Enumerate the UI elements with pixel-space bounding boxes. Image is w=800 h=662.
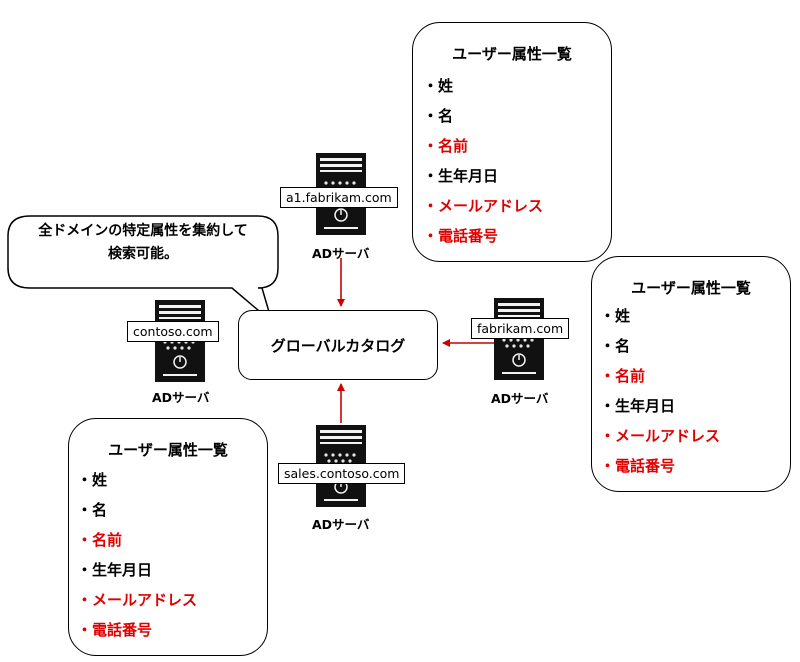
attribute-item: ・名 (423, 107, 454, 125)
attribute-list-box: ユーザー属性一覧 ・姓 ・名 ・名前 ・生年月日 ・メールアドレス ・電話番号 (68, 418, 268, 656)
box-title: ユーザー属性一覧 (108, 441, 228, 459)
box-title: ユーザー属性一覧 (631, 279, 751, 297)
attribute-item-highlighted: ・電話番号 (423, 227, 499, 245)
callout-line: 全ドメインの特定属性を集約して (38, 223, 248, 239)
attribute-list-box: ユーザー属性一覧 ・姓 ・名 ・名前 ・生年月日 ・メールアドレス ・電話番号 (591, 256, 791, 492)
callout-line: 検索可能。 (108, 246, 178, 262)
attribute-item: ・名 (77, 501, 108, 519)
attribute-list-box: ユーザー属性一覧 ・姓 ・名 ・名前 ・生年月日 ・メールアドレス ・電話番号 (412, 22, 612, 262)
attribute-list: ・姓 ・名 ・名前 ・生年月日 ・メールアドレス ・電話番号 (423, 75, 543, 255)
attribute-item-highlighted: ・名前 (600, 367, 646, 385)
attribute-item-highlighted: ・メールアドレス (600, 427, 721, 445)
attribute-item: ・生年月日 (77, 561, 153, 579)
server-role-label: ADサーバ (312, 517, 370, 532)
attribute-item: ・名 (600, 337, 631, 355)
global-catalog-node: グローバルカタログ (238, 310, 438, 380)
attribute-item-highlighted: ・メールアドレス (77, 591, 198, 609)
domain-label: sales.contoso.com (278, 463, 406, 484)
box-title: ユーザー属性一覧 (452, 45, 572, 63)
domain-label: fabrikam.com (471, 318, 570, 339)
callout-bubble (7, 215, 279, 325)
attribute-item-highlighted: ・電話番号 (600, 457, 676, 475)
attribute-item: ・生年月日 (600, 397, 676, 415)
attribute-item: ・生年月日 (423, 167, 499, 185)
attribute-item: ・姓 (423, 77, 454, 95)
domain-label: contoso.com (127, 321, 219, 342)
attribute-item-highlighted: ・メールアドレス (423, 197, 544, 215)
server-role-label: ADサーバ (152, 390, 210, 405)
server-role-label: ADサーバ (312, 246, 370, 261)
domain-label: a1.fabrikam.com (280, 187, 398, 208)
attribute-item-highlighted: ・名前 (423, 137, 469, 155)
attribute-list: ・姓 ・名 ・名前 ・生年月日 ・メールアドレス ・電話番号 (600, 305, 720, 485)
attribute-item-highlighted: ・名前 (77, 531, 123, 549)
attribute-item: ・姓 (600, 307, 631, 325)
attribute-item: ・姓 (77, 471, 108, 489)
callout-text: 全ドメインの特定属性を集約して 検索可能。 (8, 220, 278, 266)
attribute-list: ・姓 ・名 ・名前 ・生年月日 ・メールアドレス ・電話番号 (77, 469, 197, 649)
attribute-item-highlighted: ・電話番号 (77, 621, 153, 639)
server-role-label: ADサーバ (491, 391, 549, 406)
server-icon (493, 297, 545, 381)
global-catalog-label: グローバルカタログ (270, 336, 406, 355)
